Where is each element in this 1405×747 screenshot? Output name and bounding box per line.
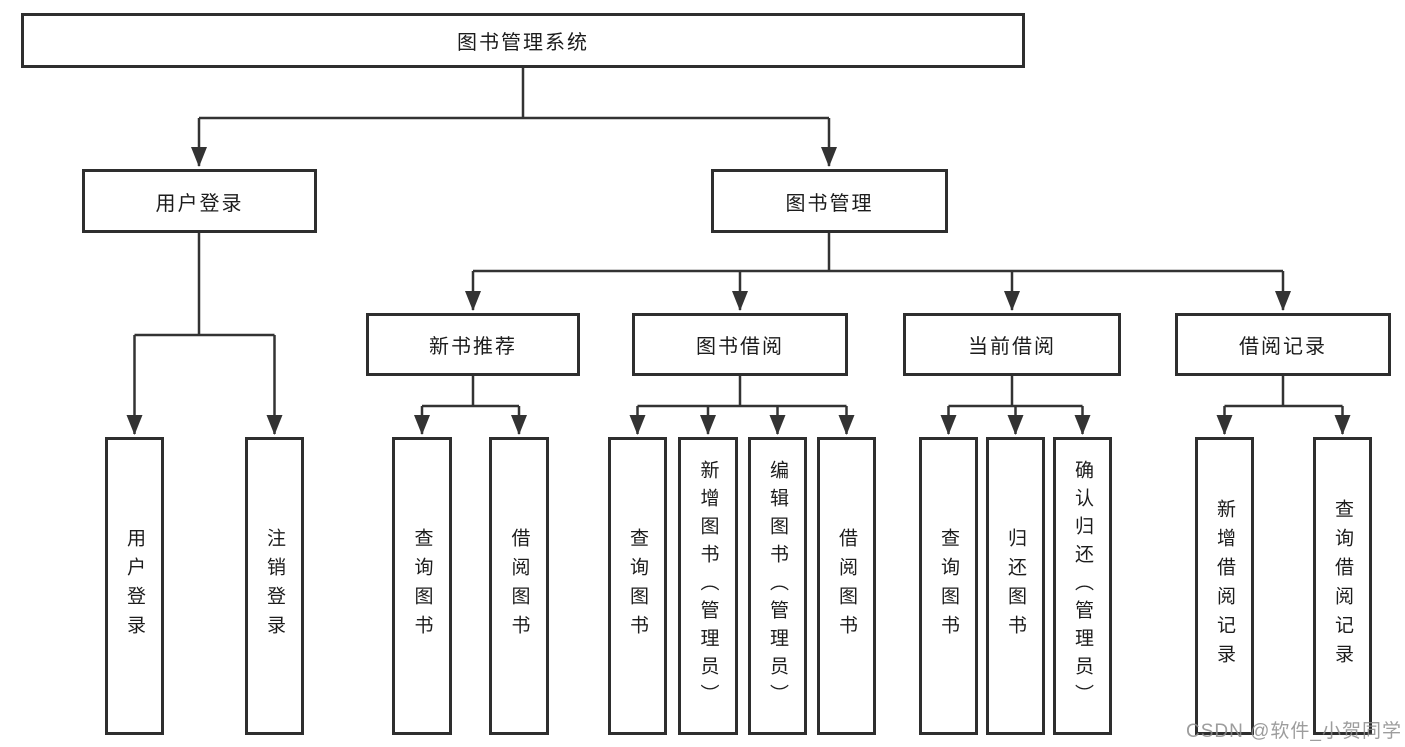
node-label: 当前借阅 xyxy=(968,336,1056,358)
leaf-newbook-borrow-books: 借阅图书 xyxy=(489,437,549,735)
leaf-label: 查询借阅记录 xyxy=(1332,499,1353,673)
leaf-current-confirm-return-admin: 确认归还（管理员） xyxy=(1053,437,1112,735)
node-label: 新书推荐 xyxy=(429,336,517,358)
node-user-login: 用户登录 xyxy=(82,169,317,233)
leaf-borrow-edit-books-admin: 编辑图书（管理员） xyxy=(748,437,807,735)
leaf-label: 注销登录 xyxy=(264,528,285,644)
node-book-borrow: 图书借阅 xyxy=(632,313,848,376)
node-label: 图书借阅 xyxy=(696,336,784,358)
leaf-borrow-add-books-admin: 新增图书（管理员） xyxy=(678,437,738,735)
node-label: 用户登录 xyxy=(155,192,244,215)
leaf-user-login: 用户登录 xyxy=(105,437,164,735)
leaf-label: 新增图书（管理员） xyxy=(697,460,719,712)
leaf-borrow-query-books: 查询图书 xyxy=(608,437,667,735)
leaf-label: 查询图书 xyxy=(938,528,959,644)
node-root-library-system: 图书管理系统 xyxy=(21,13,1025,68)
node-label: 图书管理 xyxy=(785,192,874,215)
leaf-newbook-query-books: 查询图书 xyxy=(392,437,452,735)
leaf-label: 归还图书 xyxy=(1005,528,1026,644)
leaf-label: 查询图书 xyxy=(627,528,648,644)
leaf-label: 编辑图书（管理员） xyxy=(767,460,788,712)
node-book-management: 图书管理 xyxy=(711,169,948,233)
leaf-label: 借阅图书 xyxy=(508,528,530,644)
leaf-label: 用户登录 xyxy=(124,528,145,644)
leaf-label: 确认归还（管理员） xyxy=(1072,460,1093,712)
node-label: 借阅记录 xyxy=(1239,336,1327,358)
node-label: 图书管理系统 xyxy=(457,32,589,54)
leaf-label: 新增借阅记录 xyxy=(1214,499,1235,673)
leaf-label: 查询图书 xyxy=(411,528,433,644)
csdn-watermark: CSDN @软件_小贺同学 xyxy=(1186,721,1402,742)
leaf-borrow-borrow-books: 借阅图书 xyxy=(817,437,876,735)
node-current-borrow: 当前借阅 xyxy=(903,313,1121,376)
leaf-current-return-books: 归还图书 xyxy=(986,437,1045,735)
leaf-logout: 注销登录 xyxy=(245,437,304,735)
leaf-records-query-record: 查询借阅记录 xyxy=(1313,437,1372,735)
node-borrow-records: 借阅记录 xyxy=(1175,313,1391,376)
leaf-current-query-books: 查询图书 xyxy=(919,437,978,735)
leaf-records-add-record: 新增借阅记录 xyxy=(1195,437,1254,735)
leaf-label: 借阅图书 xyxy=(836,528,857,644)
node-new-book-recommend: 新书推荐 xyxy=(366,313,580,376)
